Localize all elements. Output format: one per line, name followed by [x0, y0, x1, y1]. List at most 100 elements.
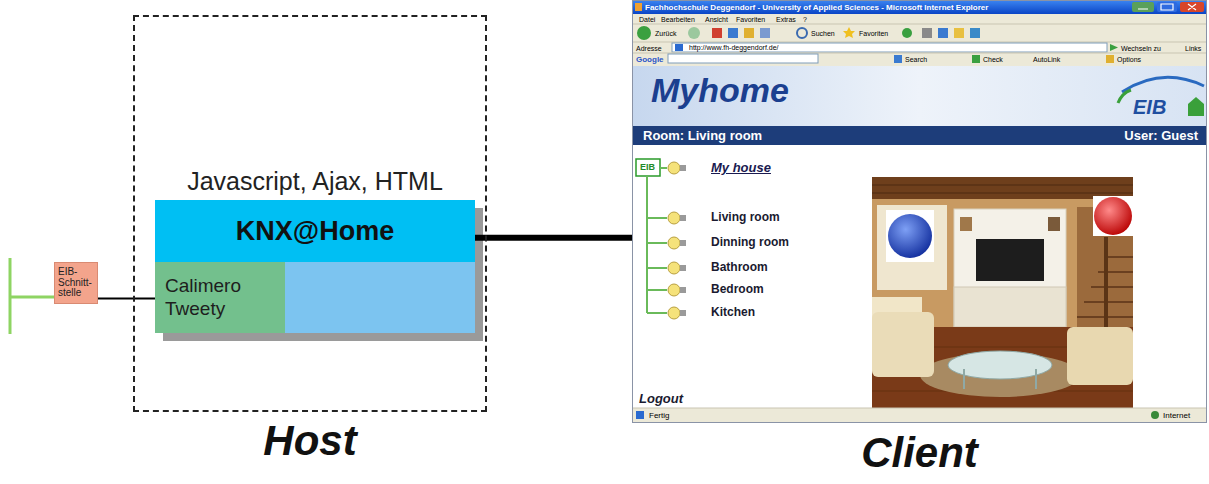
status-zone: Internet — [1163, 411, 1190, 420]
menu-item: Favoriten — [736, 16, 765, 24]
browser-screenshot — [680, 165, 686, 171]
browser-screenshot — [632, 0, 1207, 423]
browser-screenshot — [1188, 97, 1204, 116]
living-room-photo — [954, 209, 1066, 327]
software-name: KNX@Home — [236, 216, 394, 247]
technology-heading: Javascript, Ajax, HTML — [187, 167, 443, 196]
browser-screenshot — [1110, 44, 1118, 51]
browser-screenshot — [647, 168, 667, 313]
address-url: http://www.fh-deggendorf.de/ — [689, 44, 779, 52]
browser-window: ClientFachhochschule Deggendorf - Univer… — [632, 0, 1207, 423]
browser-screenshot — [668, 262, 680, 274]
connector-line — [475, 235, 632, 241]
browser-screenshot — [1118, 90, 1131, 103]
library-name: Calimero Tweety — [155, 271, 285, 325]
connector-line — [98, 298, 155, 300]
browser-screenshot — [632, 42, 1207, 43]
browser-screenshot — [632, 53, 1207, 54]
browser-screenshot — [688, 27, 700, 39]
browser-screenshot — [843, 27, 855, 38]
go-button: Wechseln zu — [1121, 45, 1161, 53]
software-box: Javascript, Ajax, HTMLKNX@Home — [155, 200, 475, 262]
browser-screenshot — [636, 159, 660, 176]
browser-screenshot — [668, 237, 680, 249]
browser-screenshot — [647, 242, 667, 244]
menu-item: Ansicht — [705, 16, 728, 24]
toolbar-button: Options — [1117, 56, 1141, 64]
browser-screenshot — [728, 28, 738, 38]
toolbar-button: AutoLink — [1033, 56, 1060, 64]
host-title: Host — [263, 420, 356, 462]
tree-item: Living room — [711, 211, 780, 225]
tree-item: Dinning room — [711, 236, 789, 250]
living-room-photo — [872, 177, 1133, 408]
living-room-photo — [872, 177, 1133, 199]
browser-screenshot — [760, 28, 770, 38]
browser-screenshot — [972, 55, 980, 63]
browser-screenshot — [636, 411, 644, 419]
browser-screenshot — [954, 28, 964, 38]
tree-item: Bathroom — [711, 261, 768, 275]
browser-screenshot — [1132, 2, 1154, 12]
status-text: Fertig — [649, 411, 669, 420]
links-button: Links — [1185, 45, 1201, 53]
client-title: Client — [861, 432, 978, 474]
browser-screenshot — [668, 284, 680, 296]
browser-screenshot — [1106, 55, 1114, 63]
bus-line — [10, 258, 54, 334]
menu-item: Extras — [776, 16, 796, 24]
interface-box: EIB- Schnitt- stelle — [54, 262, 98, 304]
browser-screenshot — [672, 43, 1107, 52]
toolbar-button: Check — [983, 56, 1003, 64]
browser-screenshot — [668, 212, 680, 224]
tree-item: Bedroom — [711, 283, 764, 297]
browser-screenshot — [668, 307, 680, 319]
browser-screenshot — [680, 215, 686, 221]
browser-screenshot — [680, 287, 686, 293]
interface-label: EIB- Schnitt- stelle — [55, 265, 97, 301]
browser-screenshot — [680, 310, 686, 316]
window-title: Fachhochschule Deggendorf - University o… — [645, 3, 988, 12]
browser-screenshot — [660, 167, 667, 169]
browser-screenshot — [632, 66, 1207, 408]
library-box: Calimero Tweety — [155, 262, 285, 333]
browser-screenshot — [675, 44, 683, 51]
browser-screenshot — [744, 28, 754, 38]
browser-screenshot — [646, 176, 648, 313]
browser-screenshot — [632, 24, 1207, 25]
toolbar-brand: Google — [636, 55, 664, 64]
browser-screenshot — [647, 267, 667, 269]
eib-logo: EIB — [1133, 96, 1166, 119]
living-room-photo — [872, 177, 1133, 408]
browser-screenshot — [668, 54, 818, 63]
toolbar-button: Suchen — [811, 30, 835, 38]
living-room-photo — [1104, 237, 1108, 327]
browser-screenshot — [647, 217, 667, 219]
living-room-photo — [964, 369, 1036, 389]
tree-root-icon: EIB — [640, 162, 655, 172]
browser-screenshot — [1122, 77, 1204, 92]
browser-screenshot — [680, 240, 686, 246]
living-room-photo — [1067, 327, 1133, 385]
toolbar-button: Search — [905, 56, 927, 64]
living-room-photo — [872, 312, 934, 377]
toolbar-button: Favoriten — [859, 30, 888, 38]
browser-screenshot — [970, 28, 980, 38]
browser-screenshot — [888, 214, 932, 258]
browser-screenshot — [1138, 4, 1196, 10]
living-room-photo — [1048, 217, 1060, 231]
room-indicator: Room: Living room — [643, 129, 762, 144]
browser-screenshot — [886, 210, 934, 262]
browser-screenshot — [922, 28, 932, 38]
user-indicator: User: Guest — [1124, 129, 1198, 144]
bus-line — [10, 296, 54, 299]
browser-screenshot — [712, 28, 722, 38]
browser-screenshot — [637, 26, 651, 40]
tree-item: Kitchen — [711, 306, 755, 320]
browser-screenshot — [797, 28, 807, 38]
browser-screenshot — [938, 28, 948, 38]
menu-item: Datei — [639, 16, 655, 24]
browser-screenshot — [1094, 197, 1132, 235]
browser-screenshot — [632, 66, 1207, 126]
browser-screenshot — [1093, 196, 1133, 236]
